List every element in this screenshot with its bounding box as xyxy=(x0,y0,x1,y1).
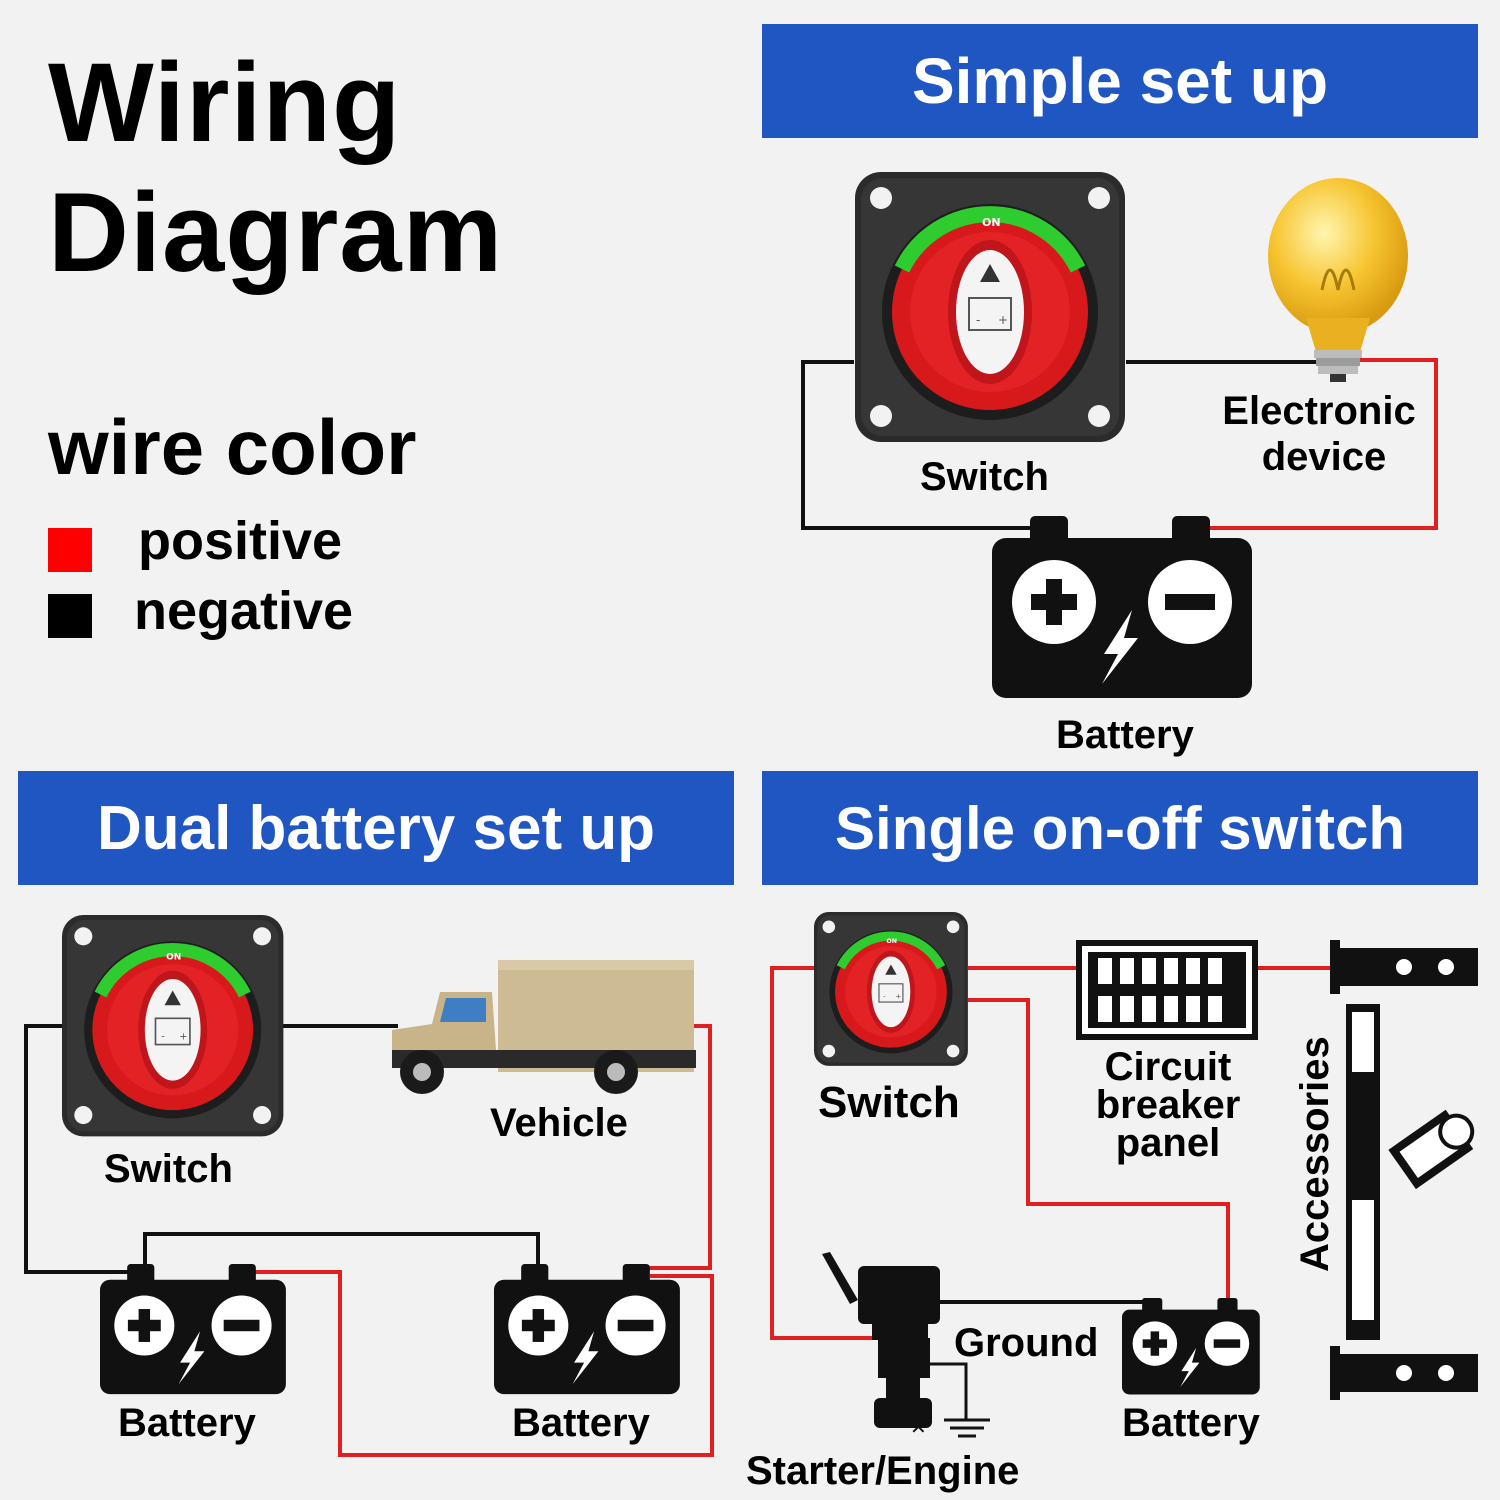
single-battery-icon xyxy=(1122,1298,1260,1395)
truck-icon xyxy=(392,960,696,1094)
page-title-line-2: Diagram xyxy=(48,170,504,295)
dual-switch-label: Switch xyxy=(104,1147,233,1191)
outboard-engine-icon: ✕ xyxy=(822,1252,940,1439)
lightbulb-icon xyxy=(1268,178,1408,382)
single-panel-label-line-3: panel xyxy=(1115,1121,1221,1165)
dual-vehicle-label: Vehicle xyxy=(490,1101,628,1145)
single-panel-label-line-1: Circuit xyxy=(1104,1045,1232,1089)
single-engine-positive-wire xyxy=(770,966,872,1340)
single-battery-label: Battery xyxy=(1122,1401,1260,1445)
simple-device-label-line-1: Electronic xyxy=(1222,389,1416,433)
dual-battery-1-label: Battery xyxy=(118,1401,256,1445)
legend-negative-swatch xyxy=(48,594,92,638)
dual-battery-link-wire xyxy=(143,1232,540,1268)
simple-negative-wire xyxy=(801,360,1040,530)
single-switch-label: Switch xyxy=(818,1078,960,1127)
single-wires xyxy=(770,966,1330,1438)
legend-positive-swatch xyxy=(48,528,92,572)
dual-battery-2-icon xyxy=(494,1264,680,1395)
simple-device-label-line-2: device xyxy=(1261,435,1387,479)
single-engine-label: Starter/Engine xyxy=(746,1449,1020,1493)
circuit-breaker-panel-icon xyxy=(1076,940,1258,1040)
single-ground-label: Ground xyxy=(954,1321,1099,1365)
single-switch-icon xyxy=(814,912,968,1066)
legend-title: wire color xyxy=(48,403,417,491)
simple-positive-wire xyxy=(1210,358,1438,530)
dual-battery-2-label: Battery xyxy=(512,1401,650,1445)
dual-positive-wire-a xyxy=(255,1270,714,1457)
simple-switch-label: Switch xyxy=(920,455,1049,499)
banner-single-switch: Single on-off switch xyxy=(762,771,1478,885)
dual-negative-wire xyxy=(24,1024,130,1274)
simple-switch-icon xyxy=(855,172,1125,442)
legend-negative-label: negative xyxy=(134,581,354,641)
accessories-icon xyxy=(1330,940,1478,1400)
dual-battery-1-icon xyxy=(100,1264,286,1395)
single-accessories-label: Accessories xyxy=(1293,1036,1337,1272)
simple-wires xyxy=(801,358,1438,530)
dual-switch-icon xyxy=(62,915,283,1136)
page-title-line-1: Wiring xyxy=(48,40,402,165)
legend-positive-label: positive xyxy=(138,511,343,571)
simple-battery-label: Battery xyxy=(1056,713,1194,757)
svg-text:✕: ✕ xyxy=(910,1415,927,1439)
simple-battery-icon xyxy=(992,516,1252,698)
banner-simple-setup: Simple set up xyxy=(762,24,1478,138)
single-panel-label-line-2: breaker xyxy=(1095,1083,1241,1127)
single-battery-positive-wire xyxy=(968,998,1230,1300)
dual-wires xyxy=(24,1024,714,1457)
dual-positive-wire-b xyxy=(648,1024,712,1270)
banner-dual-battery: Dual battery set up xyxy=(18,771,734,885)
page-title: Wiring Diagram xyxy=(48,38,503,298)
